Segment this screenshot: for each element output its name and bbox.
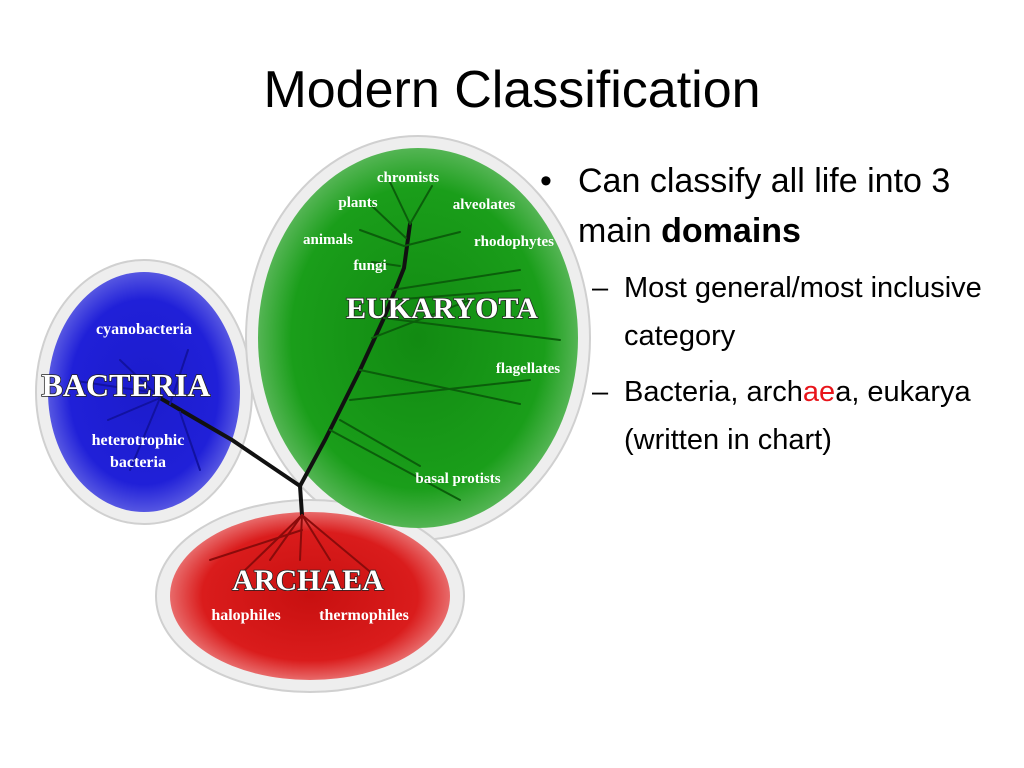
- label-rhodophytes: rhodophytes: [474, 234, 554, 250]
- label-alveolates: alveolates: [453, 197, 516, 213]
- bullet-main-text: Can classify all life into 3 main: [578, 162, 951, 250]
- label-flagellates: flagellates: [496, 361, 560, 377]
- label-cyanobacteria: cyanobacteria: [96, 321, 192, 338]
- tree-branches: [158, 222, 412, 517]
- bullet-sub-1: – Most general/most inclusive category: [540, 264, 1010, 360]
- bullet-sub-2-highlight: ae: [802, 376, 836, 408]
- bullet-sub-2-text-b: a, eukarya (written in chart): [624, 376, 971, 456]
- domain-label-bacteria: BACTERIA: [42, 367, 211, 403]
- slide-title: Modern Classification: [263, 61, 761, 119]
- label-basal-protists: basal protists: [415, 471, 500, 487]
- bullet-dot-icon: •: [540, 162, 552, 200]
- dash-icon: –: [592, 376, 609, 408]
- label-plants: plants: [338, 195, 377, 211]
- domain-label-eukaryota: EUKARYOTA: [346, 292, 538, 325]
- bullet-main: • Can classify all life into 3 main doma…: [540, 156, 1010, 256]
- eukaryota-region: [258, 148, 578, 528]
- label-heterotrophic: heterotrophic: [92, 432, 185, 449]
- label-thermophiles: thermophiles: [319, 607, 409, 624]
- label-halophiles: halophiles: [211, 607, 280, 624]
- label-fungi: fungi: [353, 258, 386, 274]
- bullet-sub-1-text: Most general/most inclusive category: [624, 272, 982, 352]
- archaea-region: [170, 512, 450, 680]
- dash-icon: –: [592, 272, 609, 304]
- bullet-list: • Can classify all life into 3 main doma…: [540, 156, 1010, 464]
- bullet-main-bold: domains: [661, 212, 801, 250]
- label-animals: animals: [303, 232, 353, 248]
- domain-label-archaea: ARCHAEA: [232, 564, 384, 597]
- label-chromists: chromists: [377, 170, 439, 186]
- label-bacteria: bacteria: [110, 454, 166, 471]
- bullet-sub-2: – Bacteria, archaea, eukarya (written in…: [540, 368, 1010, 464]
- bullet-sub-2-text-a: Bacteria, arch: [624, 376, 803, 408]
